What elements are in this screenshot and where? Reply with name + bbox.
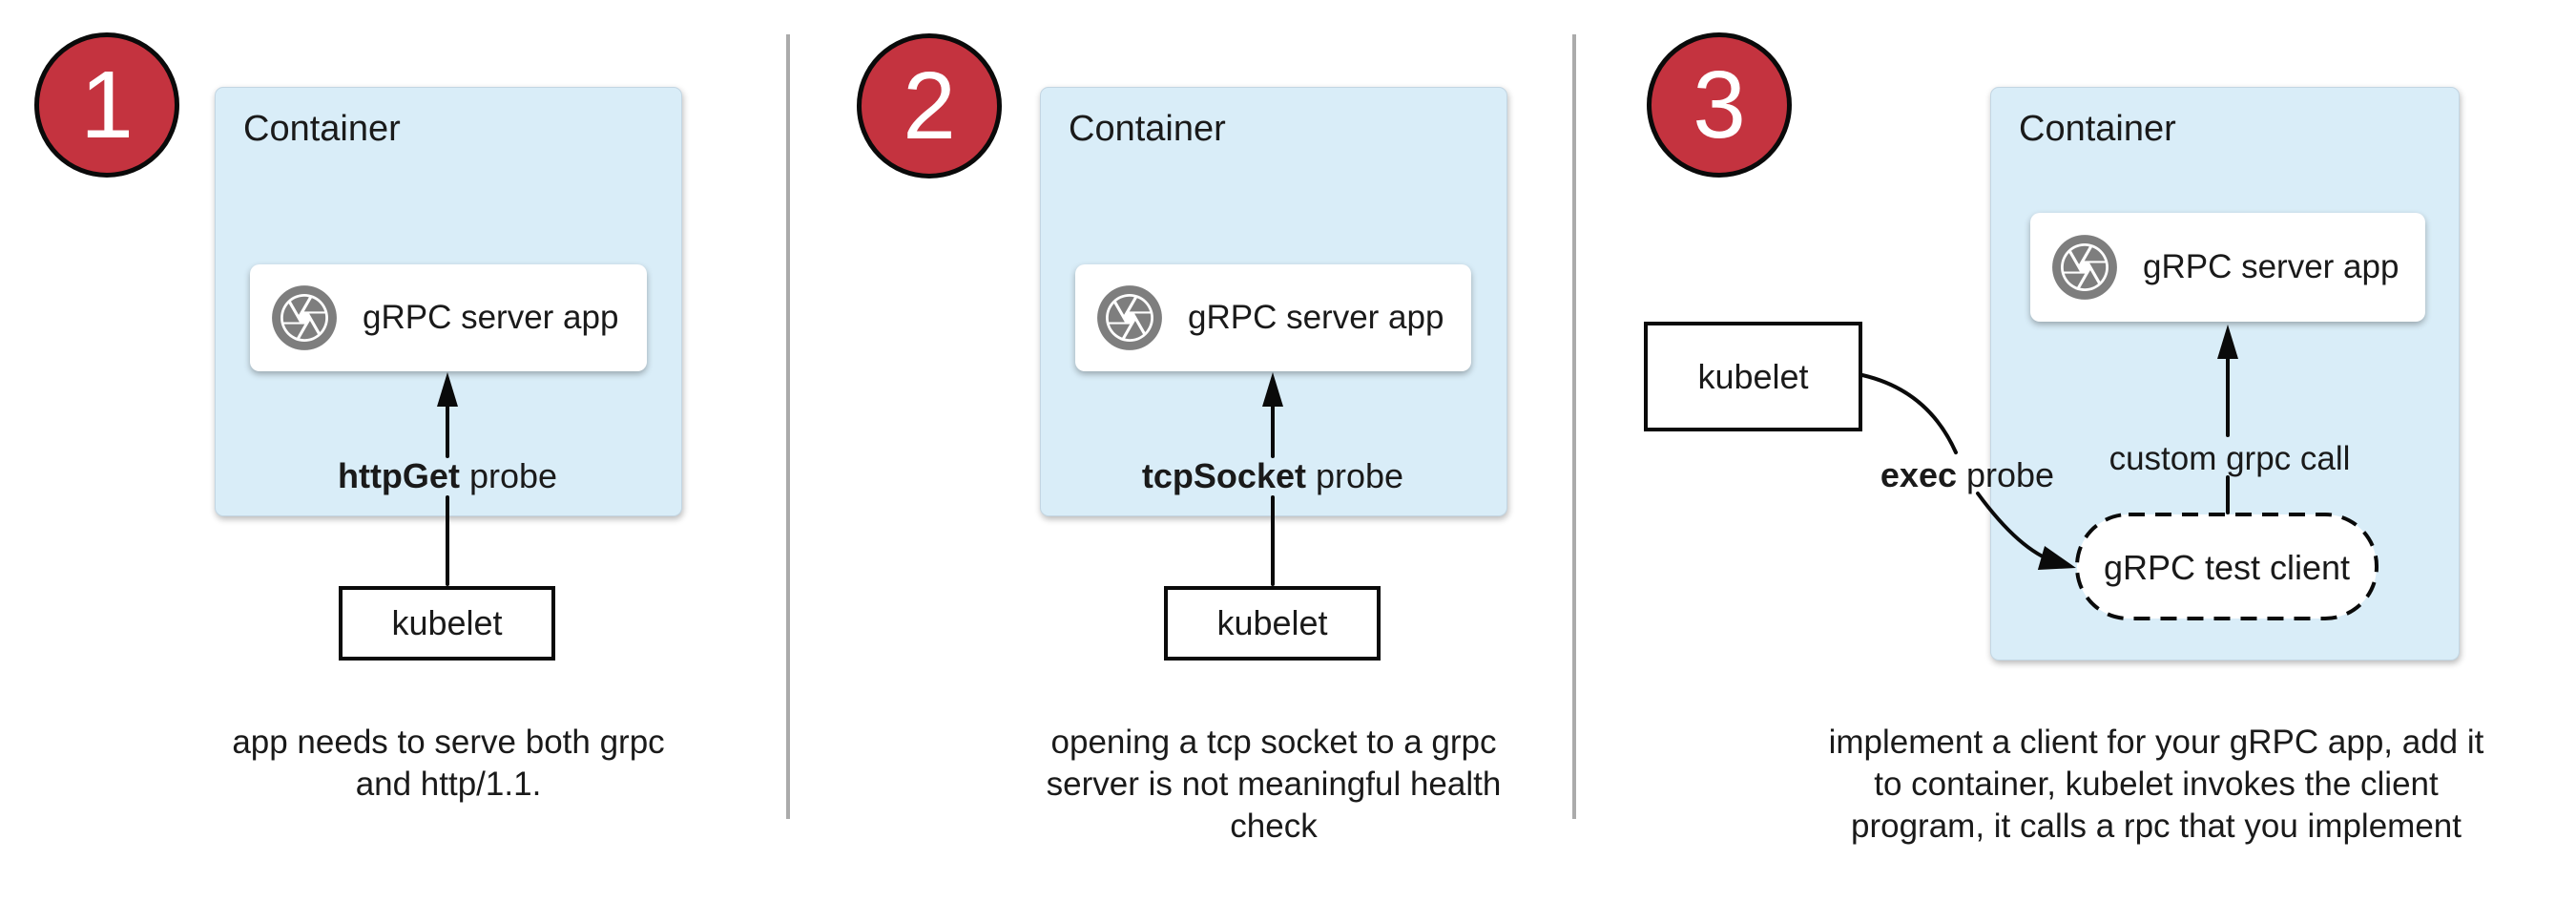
step-badge-2: 2 xyxy=(857,33,1002,178)
exec-curve-upper xyxy=(1860,373,1958,454)
step-badge-1: 1 xyxy=(34,32,179,178)
grpc-server-app-node: gRPC server app xyxy=(2030,213,2425,322)
kubelet-label: kubelet xyxy=(1697,356,1809,396)
caption-line: app needs to serve both grpc xyxy=(232,724,665,761)
step-badge-3: 3 xyxy=(1647,32,1792,178)
caption-line: and http/1.1. xyxy=(355,766,542,803)
probe-word: probe xyxy=(1305,456,1404,495)
probe-word: probe xyxy=(459,456,558,495)
panel-caption: opening a tcp socket to a grpc server is… xyxy=(997,722,1550,848)
grpc-server-app-label: gRPC server app xyxy=(363,299,619,336)
probe-label: exec probe xyxy=(1848,455,2087,495)
container-box xyxy=(1040,87,1507,516)
container-box xyxy=(1990,87,2460,661)
panel-divider-1 xyxy=(786,34,790,819)
probe-type: tcpSocket xyxy=(1141,456,1306,495)
arrowhead-up-panel3 xyxy=(2217,325,2238,359)
step-number: 1 xyxy=(80,52,134,158)
caption-line: check xyxy=(1230,808,1318,845)
kubelet-label: kubelet xyxy=(1216,603,1328,642)
exec-curve-lower xyxy=(1976,492,2058,564)
caption-line: implement a client for your gRPC app, ad… xyxy=(1828,724,2484,761)
step-number: 3 xyxy=(1693,52,1746,158)
arrowhead-up-panel2 xyxy=(1262,372,1283,407)
panel-caption: app needs to serve both grpc and http/1.… xyxy=(172,722,725,806)
kubelet-node: kubelet xyxy=(339,586,555,661)
panel-divider-2 xyxy=(1572,34,1576,819)
container-label: Container xyxy=(1069,109,1226,149)
kubelet-label: kubelet xyxy=(391,603,503,642)
arrowhead-right-exec xyxy=(2037,546,2076,571)
caption-line: program, it calls a rpc that you impleme… xyxy=(1851,808,2462,845)
container-box xyxy=(215,87,682,516)
kubelet-node: kubelet xyxy=(1644,322,1862,431)
container-label: Container xyxy=(243,109,401,149)
caption-line: server is not meaningful health xyxy=(1046,766,1502,803)
probe-word: probe xyxy=(1957,455,2055,494)
probe-label: tcpSocket probe xyxy=(1106,456,1440,496)
probe-type: exec xyxy=(1880,455,1957,494)
caption-line: opening a tcp socket to a grpc xyxy=(1050,724,1497,761)
grpc-test-client-node xyxy=(2075,513,2379,620)
camera-aperture-icon xyxy=(2052,235,2117,300)
grpc-test-client-label: gRPC test client xyxy=(2103,548,2351,587)
grpc-server-app-label: gRPC server app xyxy=(1188,299,1444,336)
arrowhead-up-panel1 xyxy=(437,372,458,407)
probe-label: httpGet probe xyxy=(304,456,591,496)
panel-caption: implement a client for your gRPC app, ad… xyxy=(1803,722,2509,848)
kubelet-node: kubelet xyxy=(1164,586,1381,661)
grpc-server-app-node: gRPC server app xyxy=(250,264,647,371)
container-label: Container xyxy=(2019,109,2176,149)
grpc-server-app-label: gRPC server app xyxy=(2143,248,2399,285)
step-number: 2 xyxy=(903,52,956,159)
custom-grpc-call-label: custom grpc call xyxy=(2109,440,2351,477)
camera-aperture-icon xyxy=(1097,285,1162,350)
probe-type: httpGet xyxy=(337,456,460,495)
caption-line: to container, kubelet invokes the client xyxy=(1874,766,2439,803)
camera-aperture-icon xyxy=(272,285,337,350)
grpc-server-app-node: gRPC server app xyxy=(1075,264,1471,371)
